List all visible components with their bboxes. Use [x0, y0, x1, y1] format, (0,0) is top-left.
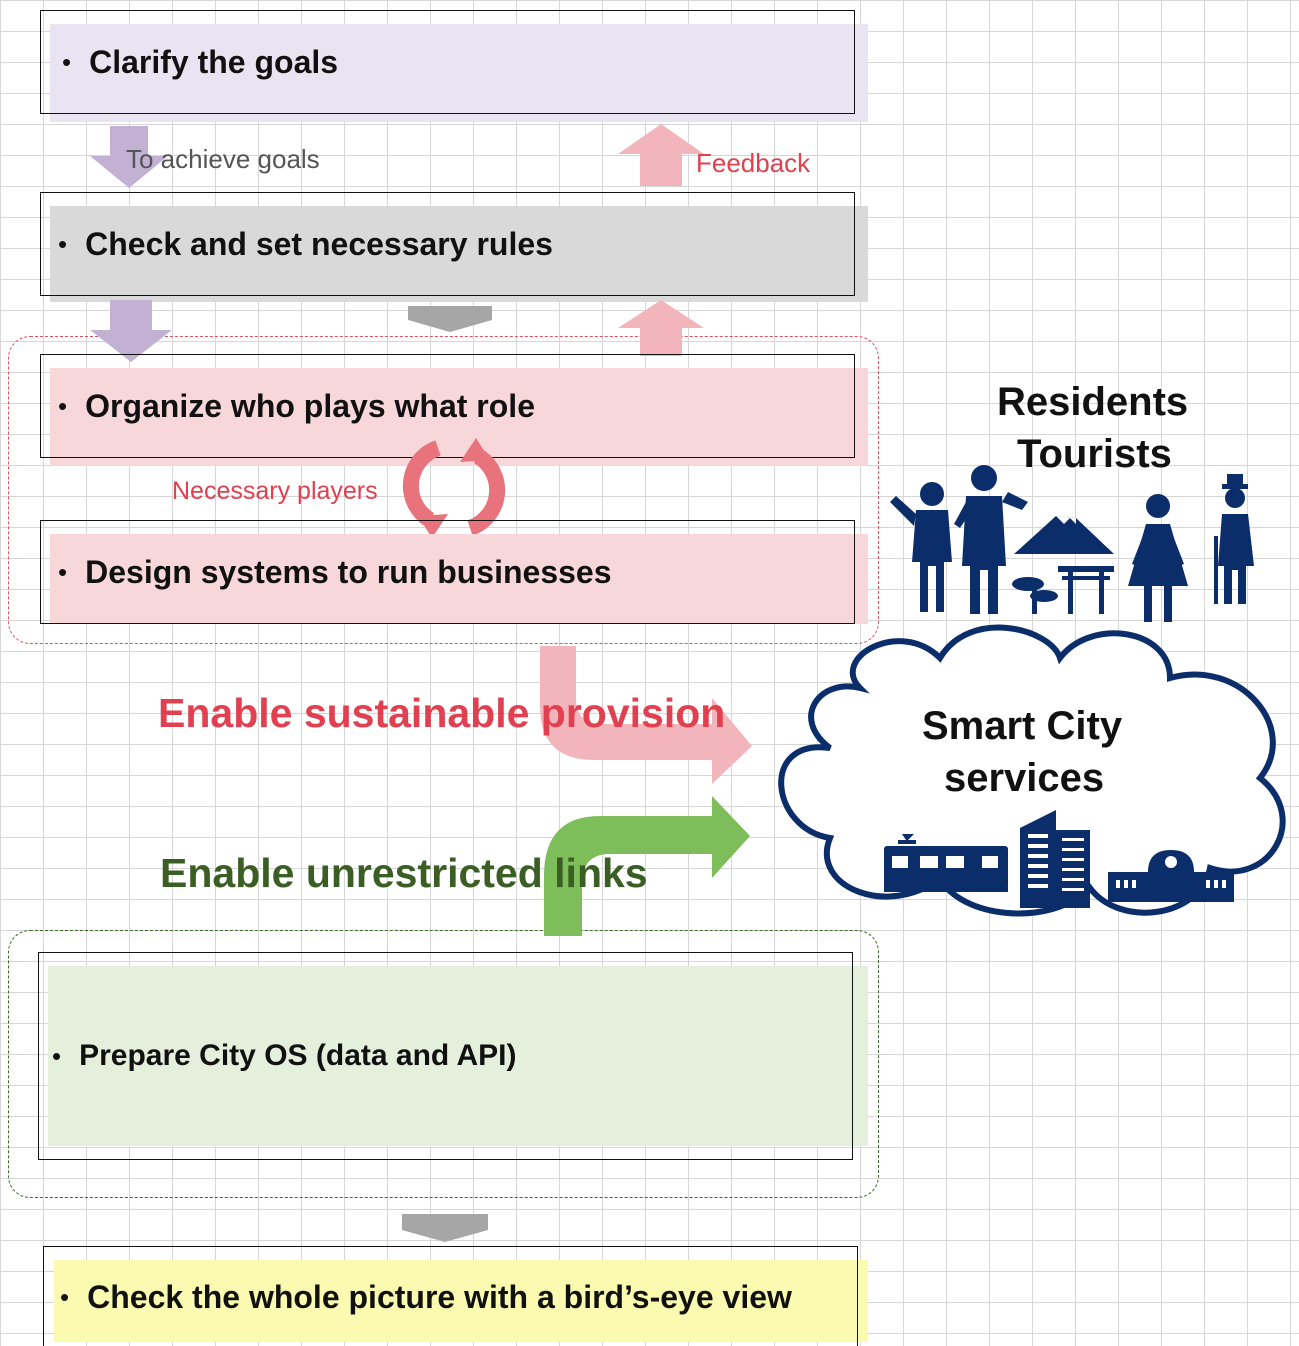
roles-box-frame	[40, 354, 855, 458]
down-arrow-grey-2	[402, 1214, 488, 1242]
birdseye-box-fill	[54, 1260, 868, 1342]
systems-step-label: Design systems to run businesses	[85, 553, 612, 590]
goals-box-fill	[50, 24, 868, 122]
city-os-box-fill	[48, 966, 868, 1146]
up-arrow-feedback-2	[618, 300, 704, 356]
goals-box-frame	[40, 10, 855, 114]
people-icon	[890, 465, 1254, 622]
systems-box-fill	[50, 534, 868, 624]
cloud-line-1: Smart City	[922, 704, 1123, 748]
rules-step: • Check and set necessary rules	[58, 192, 553, 296]
birdseye-step-label: Check the whole picture with a bird’s-ey…	[87, 1278, 792, 1315]
down-arrow-purple-1	[90, 126, 168, 188]
role-design-group	[8, 336, 879, 644]
rules-box-frame	[40, 192, 855, 296]
unrestricted-links-arrow	[544, 796, 750, 936]
bullet: •	[62, 46, 72, 77]
bullet: •	[58, 228, 68, 259]
systems-box-frame	[40, 520, 855, 624]
roles-step-label: Organize who plays what role	[85, 387, 535, 424]
tourists-label: Tourists	[1017, 432, 1172, 476]
down-arrow-grey-1	[408, 306, 492, 332]
necessary-players-label: Necessary players	[172, 477, 378, 505]
down-arrow-purple-2	[90, 300, 172, 362]
systems-step: • Design systems to run businesses	[58, 520, 612, 624]
bullet: •	[60, 1281, 70, 1312]
city-os-step: • Prepare City OS (data and API)	[52, 952, 516, 1160]
sustainable-provision-arrow	[540, 646, 752, 784]
to-achieve-goals-label: To achieve goals	[126, 144, 320, 174]
roles-step: • Organize who plays what role	[58, 354, 535, 458]
residents-label: Residents	[997, 380, 1189, 424]
sustainable-provision-label: Enable sustainable provision	[158, 690, 726, 736]
bullet: •	[58, 556, 68, 587]
rules-step-label: Check and set necessary rules	[85, 225, 553, 262]
city-os-group	[8, 930, 879, 1198]
city-os-box-frame	[38, 952, 853, 1160]
up-arrow-feedback-1	[618, 124, 704, 186]
city-os-step-label: Prepare City OS (data and API)	[79, 1039, 517, 1072]
building-icon	[1020, 810, 1090, 908]
birdseye-box-frame	[43, 1246, 858, 1346]
bullet: •	[52, 1040, 62, 1071]
unrestricted-links-label: Enable unrestricted links	[160, 850, 648, 896]
goals-step: • Clarify the goals	[62, 10, 338, 114]
rules-box-fill	[50, 206, 868, 302]
feedback-label: Feedback	[696, 148, 811, 178]
cloud-line-2: services	[944, 756, 1105, 800]
station-icon	[1108, 850, 1234, 902]
goals-step-label: Clarify the goals	[89, 43, 339, 80]
birdseye-step: • Check the whole picture with a bird’s-…	[60, 1252, 792, 1342]
train-icon	[884, 834, 1008, 892]
roles-box-fill	[50, 368, 868, 466]
bullet: •	[58, 390, 68, 421]
